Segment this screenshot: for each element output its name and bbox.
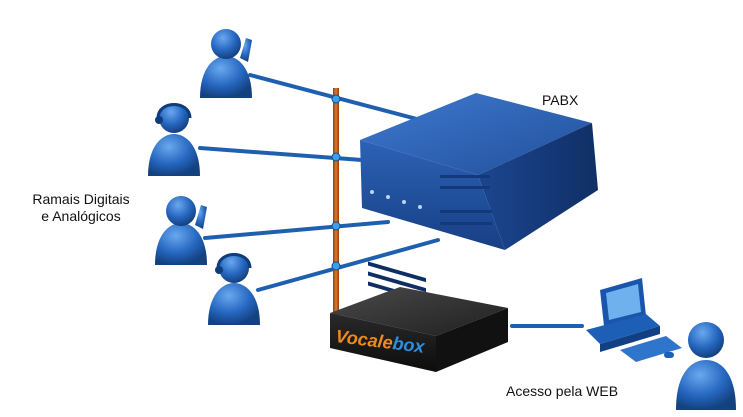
junction-dot bbox=[331, 152, 341, 162]
pabx-top bbox=[360, 93, 592, 175]
person-web bbox=[676, 322, 736, 410]
vocalebox-device: Vocalebox bbox=[330, 287, 508, 372]
logo-part2: box bbox=[391, 333, 426, 357]
ramais-label: Ramais Digitais e Analógicos bbox=[26, 191, 136, 225]
line-person-4 bbox=[256, 238, 440, 292]
junction-dot bbox=[331, 221, 341, 231]
bus-junctions bbox=[331, 94, 341, 271]
pabx-label: PABX bbox=[542, 92, 579, 108]
headset-person-4 bbox=[208, 253, 260, 325]
vocalebox-side bbox=[436, 308, 508, 372]
computer-icon bbox=[586, 278, 682, 362]
ramais-label-line2: e Analógicos bbox=[41, 208, 121, 224]
person-1 bbox=[200, 29, 252, 98]
person-3 bbox=[155, 196, 207, 265]
headset-person-2 bbox=[148, 103, 200, 176]
pabx-side bbox=[478, 123, 598, 250]
pabx-ports bbox=[370, 175, 492, 225]
vocalebox-top bbox=[330, 287, 508, 336]
pabx-server bbox=[360, 93, 598, 303]
web-access-label: Acesso pela WEB bbox=[506, 383, 619, 399]
vocalebox-front bbox=[330, 313, 436, 372]
junction-dot bbox=[331, 94, 341, 104]
junction-dot bbox=[331, 261, 341, 271]
bus-line bbox=[333, 88, 339, 318]
line-person-3 bbox=[203, 220, 390, 240]
ramais-label-line1: Ramais Digitais bbox=[32, 191, 130, 207]
line-person-1 bbox=[248, 73, 434, 125]
